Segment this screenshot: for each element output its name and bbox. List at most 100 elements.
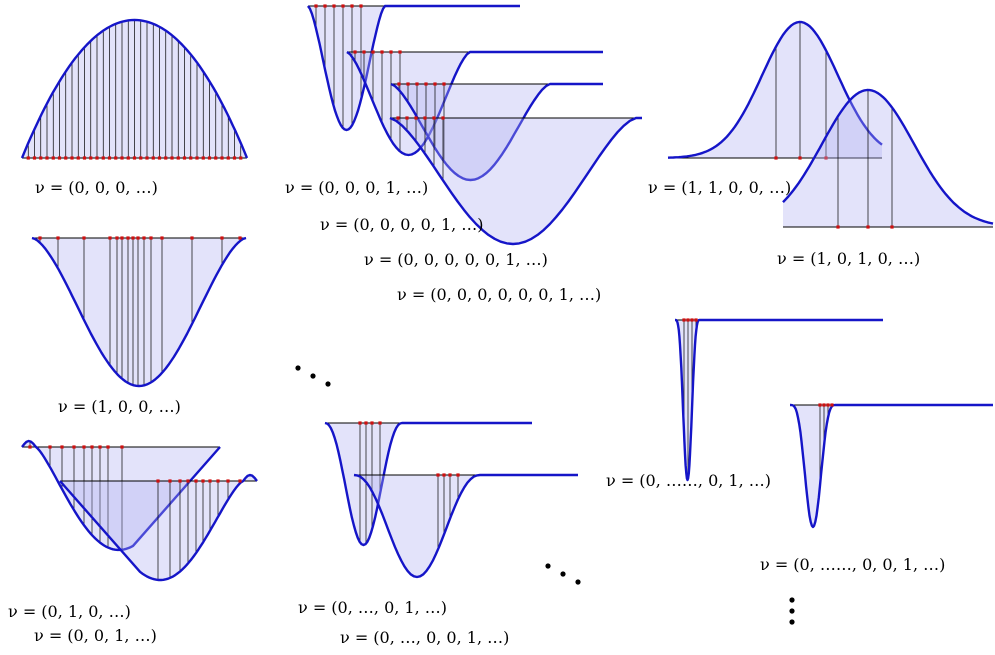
label-nu-0: ν = (0, 0, 0, …) xyxy=(35,178,158,197)
shape-parabola-node-11 xyxy=(95,156,99,160)
label-nu-6: ν = (0, 0, 0, 0, 0, 1, …) xyxy=(364,250,548,269)
shape-cascade-1-fill xyxy=(347,52,603,155)
shape-parabola-node-20 xyxy=(151,156,155,160)
shape-parabola-node-26 xyxy=(189,156,193,160)
label-nu-5: ν = (0, 0, 0, 0, 1, …) xyxy=(320,215,484,234)
label-nu-far-2: ν = (0, ……, 0, 0, 1, …) xyxy=(760,555,945,574)
shape-cascade-1 xyxy=(346,50,603,157)
shape-two-b-fill xyxy=(60,475,257,580)
shape-sharp-0-fill xyxy=(675,320,883,480)
shape-two-b-node-5 xyxy=(201,479,205,483)
shape-two-b-node-0 xyxy=(156,479,160,483)
shape-cascade-1-node-1 xyxy=(362,50,366,54)
shape-two-a-node-2 xyxy=(60,445,64,449)
shape-parabola-node-23 xyxy=(170,156,174,160)
shape-parabola-node-10 xyxy=(89,156,93,160)
shape-sharp-1-node-3 xyxy=(830,403,834,407)
shape-sharp-1-curve xyxy=(789,403,993,529)
shape-parabola-node-31 xyxy=(220,156,224,160)
shape-sharp-0-node-1 xyxy=(686,318,690,322)
shape-cascade-0-node-4 xyxy=(350,4,354,8)
ellipsis-dot-8 xyxy=(789,619,795,625)
shape-cascade-3-node-3 xyxy=(423,116,427,120)
label-nu-4: ν = (0, 0, 0, 1, …) xyxy=(285,178,428,197)
shape-cascade-0-node-5 xyxy=(359,4,363,8)
shape-cascade-3-node-0 xyxy=(396,116,400,120)
label-nu-far-1: ν = (0, ……, 0, 1, …) xyxy=(606,471,771,490)
shape-parabola-node-17 xyxy=(132,156,137,160)
shape-dip-fill xyxy=(32,238,246,386)
shape-spike-1-node-0 xyxy=(436,473,440,477)
shape-bell-a-node-2 xyxy=(824,156,828,160)
shape-cascade-2 xyxy=(390,82,603,182)
shape-dip-node-0 xyxy=(38,236,42,240)
shape-two-a-node-3 xyxy=(72,445,76,449)
shape-sharp-0-node-2 xyxy=(690,318,694,322)
shape-dip-node-10 xyxy=(149,236,153,240)
ellipsis-dots-layer xyxy=(295,365,795,625)
shape-two-b-node-4 xyxy=(194,479,198,483)
shape-two-a-node-6 xyxy=(98,445,102,449)
shape-two-b-node-9 xyxy=(238,479,242,483)
shape-dip-node-2 xyxy=(82,236,86,240)
shape-two-b xyxy=(59,473,258,582)
shape-parabola-node-28 xyxy=(201,156,205,160)
shapes-layer xyxy=(20,4,994,582)
ellipsis-dot-3 xyxy=(545,563,551,569)
shape-bell-b xyxy=(782,88,994,229)
shape-sharp-1-fill xyxy=(790,405,993,527)
ellipsis-dot-2 xyxy=(325,381,331,387)
shape-bell-b-node-1 xyxy=(866,225,870,229)
shape-parabola-node-0 xyxy=(26,156,30,160)
shape-cascade-0-node-3 xyxy=(341,4,345,8)
ellipsis-dot-0 xyxy=(295,365,301,371)
shape-bell-a-node-0 xyxy=(774,156,778,160)
shape-bell-a-curve xyxy=(667,20,883,159)
shape-spike-0-node-1 xyxy=(364,421,368,425)
shape-spike-0-node-3 xyxy=(378,421,382,425)
shape-parabola-node-24 xyxy=(176,156,180,160)
shape-two-a-fill xyxy=(22,441,220,550)
shape-cascade-1-curve xyxy=(346,50,603,157)
shape-parabola-node-19 xyxy=(145,156,149,160)
shape-cascade-3-node-4 xyxy=(432,116,436,120)
shape-cascade-2-node-2 xyxy=(415,82,419,86)
shape-spike-1-node-1 xyxy=(442,473,446,477)
shape-dip-node-12 xyxy=(190,236,194,240)
shape-parabola-node-9 xyxy=(82,156,87,160)
shape-dip-node-13 xyxy=(220,236,224,240)
ellipsis-dot-5 xyxy=(575,579,581,585)
shape-parabola-node-16 xyxy=(126,156,130,160)
ellipsis-dot-7 xyxy=(789,608,795,614)
shape-dip-curve xyxy=(31,236,247,388)
shape-sharp-0-node-0 xyxy=(682,318,686,322)
shape-parabola-node-21 xyxy=(157,156,162,160)
shape-parabola-node-30 xyxy=(214,156,218,160)
shape-cascade-1-node-0 xyxy=(353,50,357,54)
shape-dip-node-9 xyxy=(142,236,146,240)
shape-two-a-node-4 xyxy=(82,445,86,449)
shape-two-b-node-8 xyxy=(226,479,230,483)
shape-bell-b-node-0 xyxy=(836,225,840,229)
shape-dip-node-7 xyxy=(131,236,135,240)
shape-two-a xyxy=(21,439,221,552)
shape-parabola-node-7 xyxy=(70,156,74,160)
shape-two-a-node-5 xyxy=(90,445,94,449)
shape-bell-a-node-1 xyxy=(798,156,802,160)
shape-cascade-3 xyxy=(389,116,642,246)
label-nu-mixed-2: ν = (1, 0, 1, 0, …) xyxy=(777,249,920,268)
shape-parabola-node-29 xyxy=(207,156,212,160)
shape-cascade-2-node-1 xyxy=(406,82,410,86)
shape-parabola-node-33 xyxy=(232,156,237,160)
shape-two-b-node-2 xyxy=(178,479,182,483)
shape-cascade-3-node-1 xyxy=(405,116,409,120)
shape-two-b-node-3 xyxy=(186,479,190,483)
shape-parabola-node-14 xyxy=(114,156,118,160)
shape-bell-b-fill xyxy=(783,90,993,227)
shape-cascade-2-curve xyxy=(390,82,603,182)
shape-two-b-node-6 xyxy=(208,479,212,483)
shape-two-a-curve xyxy=(21,439,221,552)
shape-cascade-3-fill xyxy=(390,118,642,244)
label-nu-k1: ν = (0, …, 0, 0, 1, …) xyxy=(340,628,509,647)
